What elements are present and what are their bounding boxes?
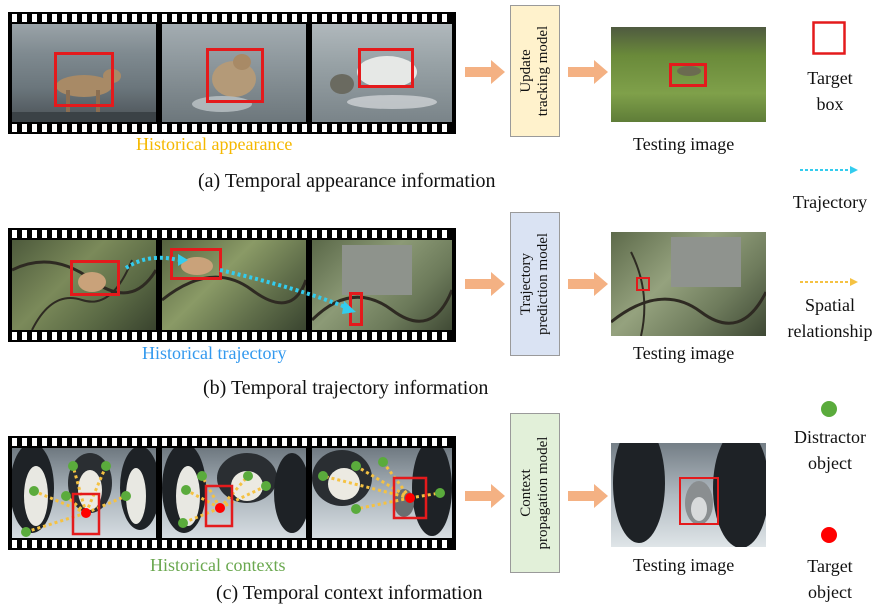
film-strip-trajectory bbox=[8, 228, 456, 342]
testing-image-a bbox=[611, 27, 766, 122]
arrow-icon bbox=[465, 484, 505, 508]
trajectory-prediction-model-label: Trajectory prediction model bbox=[518, 232, 551, 336]
testing-image-label: Testing image bbox=[633, 555, 735, 575]
frame-appearance-3 bbox=[312, 24, 452, 122]
trajectory-path bbox=[124, 254, 356, 314]
testing-image-c bbox=[611, 443, 766, 547]
frame-trajectory-1 bbox=[12, 240, 156, 330]
target-box bbox=[669, 63, 707, 87]
testing-image-label: Testing image bbox=[633, 134, 735, 154]
dog-image-3 bbox=[330, 56, 437, 109]
update-tracking-model-label: Update tracking model bbox=[518, 25, 551, 117]
caption-b: (b) Temporal trajectory information bbox=[203, 377, 489, 399]
trajectory-legend-icon bbox=[800, 166, 858, 174]
target-box bbox=[679, 477, 719, 525]
caption-a: (a) Temporal appearance information bbox=[198, 170, 496, 192]
update-tracking-model-box: Update tracking model bbox=[510, 5, 560, 137]
context-overlay bbox=[21, 457, 445, 537]
arrow-icon bbox=[465, 60, 505, 84]
target-object-legend-label: Target object bbox=[807, 556, 853, 602]
target-box bbox=[170, 248, 222, 280]
spatial-relationship-legend-label: Spatial relationship bbox=[787, 295, 873, 341]
trajectory-prediction-model-box: Trajectory prediction model bbox=[510, 212, 560, 356]
film-strip-appearance bbox=[8, 12, 456, 134]
trajectory-legend-label: Trajectory bbox=[792, 192, 868, 212]
target-box bbox=[358, 48, 414, 88]
arrow-icon bbox=[568, 272, 608, 296]
target-box bbox=[206, 48, 264, 103]
testing-image-b bbox=[611, 232, 766, 336]
target-box-legend-label: Target box bbox=[807, 68, 853, 114]
arrow-icon bbox=[568, 60, 608, 84]
target-box bbox=[54, 52, 114, 107]
target-box bbox=[636, 277, 650, 291]
spatial-relationship-legend-icon bbox=[800, 278, 858, 286]
target-object-legend-icon bbox=[821, 527, 837, 543]
target-box-legend-icon bbox=[812, 21, 846, 55]
distractor-object-legend-label: Distractor object bbox=[794, 427, 866, 473]
context-propagation-model-label: Context propagation model bbox=[518, 436, 551, 550]
frame-appearance-2 bbox=[162, 24, 306, 122]
target-box bbox=[70, 260, 120, 296]
context-propagation-model-box: Context propagation model bbox=[510, 413, 560, 573]
historical-trajectory-label: Historical trajectory bbox=[142, 343, 287, 363]
testing-image-label: Testing image bbox=[633, 343, 735, 363]
arrow-icon bbox=[568, 484, 608, 508]
arrow-icon bbox=[465, 272, 505, 296]
caption-c: (c) Temporal context information bbox=[216, 582, 483, 604]
frame-trajectory-2 bbox=[162, 240, 306, 330]
frame-appearance-1 bbox=[12, 24, 156, 122]
historical-contexts-label: Historical contexts bbox=[150, 555, 286, 575]
distractor-object-legend-icon bbox=[821, 401, 837, 417]
historical-appearance-label: Historical appearance bbox=[136, 134, 293, 154]
